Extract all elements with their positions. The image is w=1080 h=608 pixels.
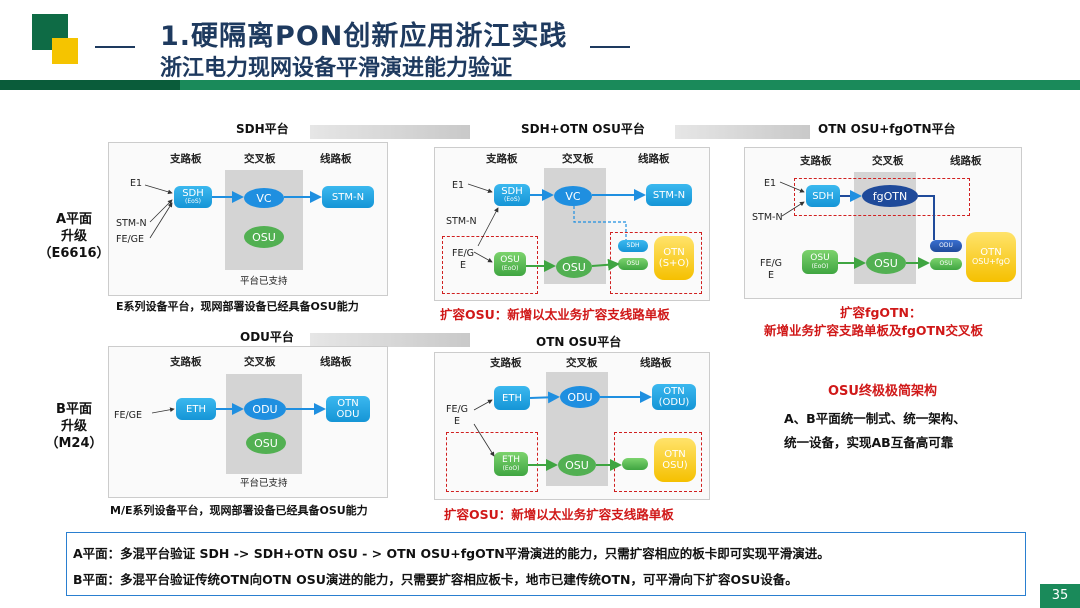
osu-small-node: OSU <box>930 258 962 270</box>
eth-eoo-node: ETH(EoO) <box>494 452 528 476</box>
input-label: FE/GE <box>114 410 143 421</box>
col-header: 线路板 <box>640 357 672 369</box>
input-label: E <box>768 270 775 281</box>
summary-heading: OSU终极极简架构 <box>828 384 937 399</box>
col-header: 线路板 <box>320 356 352 368</box>
input-label: E1 <box>764 178 777 189</box>
col-header: 线路板 <box>950 155 982 167</box>
cross-board <box>226 374 302 474</box>
stm-n-node: STM-N <box>322 186 374 208</box>
platform-supported-note: 平台已支持 <box>240 276 288 287</box>
page-number: 35 <box>1040 584 1080 608</box>
evolution-arrow-1 <box>310 125 470 139</box>
cross-board <box>225 170 303 270</box>
sdh-node: SDH(EoS) <box>494 184 530 206</box>
input-label: STM-N <box>116 218 147 229</box>
osu-node: OSU <box>246 432 286 454</box>
vc-node: VC <box>244 188 284 208</box>
fgotn-caption-line2: 新增业务扩容支路单板及fgOTN交叉板 <box>764 323 984 338</box>
sdh-node: SDH <box>806 185 840 207</box>
fgotn-node: fgOTN <box>862 185 918 207</box>
sdh-node: SDH(EoS) <box>174 186 212 208</box>
plane-b-label: B平面升级（M24） <box>45 402 103 451</box>
evolution-arrow-3 <box>310 333 470 347</box>
stm-n-node: STM-N <box>646 184 692 206</box>
col-header: 交叉板 <box>244 153 276 165</box>
expansion-box-fgotn <box>794 178 970 216</box>
logo-square-yellow <box>52 38 78 64</box>
fgotn-caption-line1: 扩容fgOTN： <box>840 305 922 320</box>
col-header: 支路板 <box>490 357 522 369</box>
osu-tributary-node: OSU(EoO) <box>494 252 526 276</box>
input-label: E1 <box>130 178 143 189</box>
sdh-otn-panel-title: SDH+OTN OSU平台 <box>521 122 645 136</box>
input-label: STM-N <box>752 212 783 223</box>
osu-small-node: OSU <box>618 258 648 270</box>
input-label: FE/G <box>446 404 469 415</box>
col-header: 支路板 <box>170 153 202 165</box>
sdh-small-node: SDH <box>618 240 648 252</box>
title-rule-left <box>95 46 135 48</box>
otn-line-node: OTN(S+O) <box>654 236 694 280</box>
input-label: FE/G <box>452 248 475 259</box>
input-label: E <box>460 260 467 271</box>
bottom-line-a: A平面：多混平台验证 SDH -> SDH+OTN OSU - > OTN OS… <box>73 546 830 561</box>
input-label: E <box>454 416 461 427</box>
odu-node: ODU <box>560 386 600 408</box>
evolution-arrow-2 <box>675 125 810 139</box>
sdh-panel-title: SDH平台 <box>236 122 289 136</box>
input-label: E1 <box>452 180 465 191</box>
sdh-otn-panel-caption: 扩容OSU：新增以太业务扩容支线路单板 <box>440 307 670 322</box>
vc-node: VC <box>554 186 592 206</box>
osu-node: OSU <box>556 256 592 278</box>
col-header: 交叉板 <box>244 356 276 368</box>
osu-small-node <box>622 458 648 470</box>
bottom-line-b: B平面：多混平台验证传统OTN向OTN OSU演进的能力，只需要扩容相应板卡，地… <box>73 572 798 587</box>
col-header: 支路板 <box>486 153 518 165</box>
plane-a-label: A平面升级（E6616） <box>38 212 110 261</box>
col-header: 支路板 <box>800 155 832 167</box>
eth-node: ETH <box>494 386 530 410</box>
input-label: FE/G <box>760 258 783 269</box>
otn-osu-panel-caption: 扩容OSU：新增以太业务扩容支线路单板 <box>444 507 674 522</box>
summary-line-1: A、B平面统一制式、统一架构、 <box>784 411 966 426</box>
summary-line-2: 统一设备，实现AB互备高可靠 <box>784 435 954 450</box>
platform-supported-note: 平台已支持 <box>240 478 288 489</box>
otn-osu-panel-title: OTN OSU平台 <box>536 335 622 349</box>
osu-tributary-node: OSU(EoO) <box>802 250 838 274</box>
col-header: 支路板 <box>170 356 202 368</box>
odu-small-node: ODU <box>930 240 962 252</box>
page-subtitle: 浙江电力现网设备平滑演进能力验证 <box>160 56 513 81</box>
title-rule-right <box>590 46 630 48</box>
input-label: FE/GE <box>116 234 145 245</box>
odu-panel-caption: M/E系列设备平台，现网部署设备已经具备OSU能力 <box>110 504 368 517</box>
odu-panel-title: ODU平台 <box>240 330 294 344</box>
sdh-panel-caption: E系列设备平台，现网部署设备已经具备OSU能力 <box>116 300 359 313</box>
odu-node: ODU <box>244 398 286 420</box>
input-label: STM-N <box>446 216 477 227</box>
col-header: 交叉板 <box>562 153 594 165</box>
eth-node: ETH <box>176 398 216 420</box>
col-header: 交叉板 <box>566 357 598 369</box>
otn-line-node: OTN(ODU) <box>652 384 696 410</box>
bottom-summary-box: A平面：多混平台验证 SDH -> SDH+OTN OSU - > OTN OS… <box>66 532 1026 596</box>
osu-node: OSU <box>558 454 596 476</box>
col-header: 线路板 <box>638 153 670 165</box>
fgotn-panel-title: OTN OSU+fgOTN平台 <box>818 122 956 136</box>
osu-node: OSU <box>866 252 906 274</box>
col-header: 交叉板 <box>872 155 904 167</box>
col-header: 线路板 <box>320 153 352 165</box>
page-title: 1.硬隔离PON创新应用浙江实践 <box>160 21 568 52</box>
osu-node: OSU <box>244 226 284 248</box>
header-band <box>0 80 1080 90</box>
